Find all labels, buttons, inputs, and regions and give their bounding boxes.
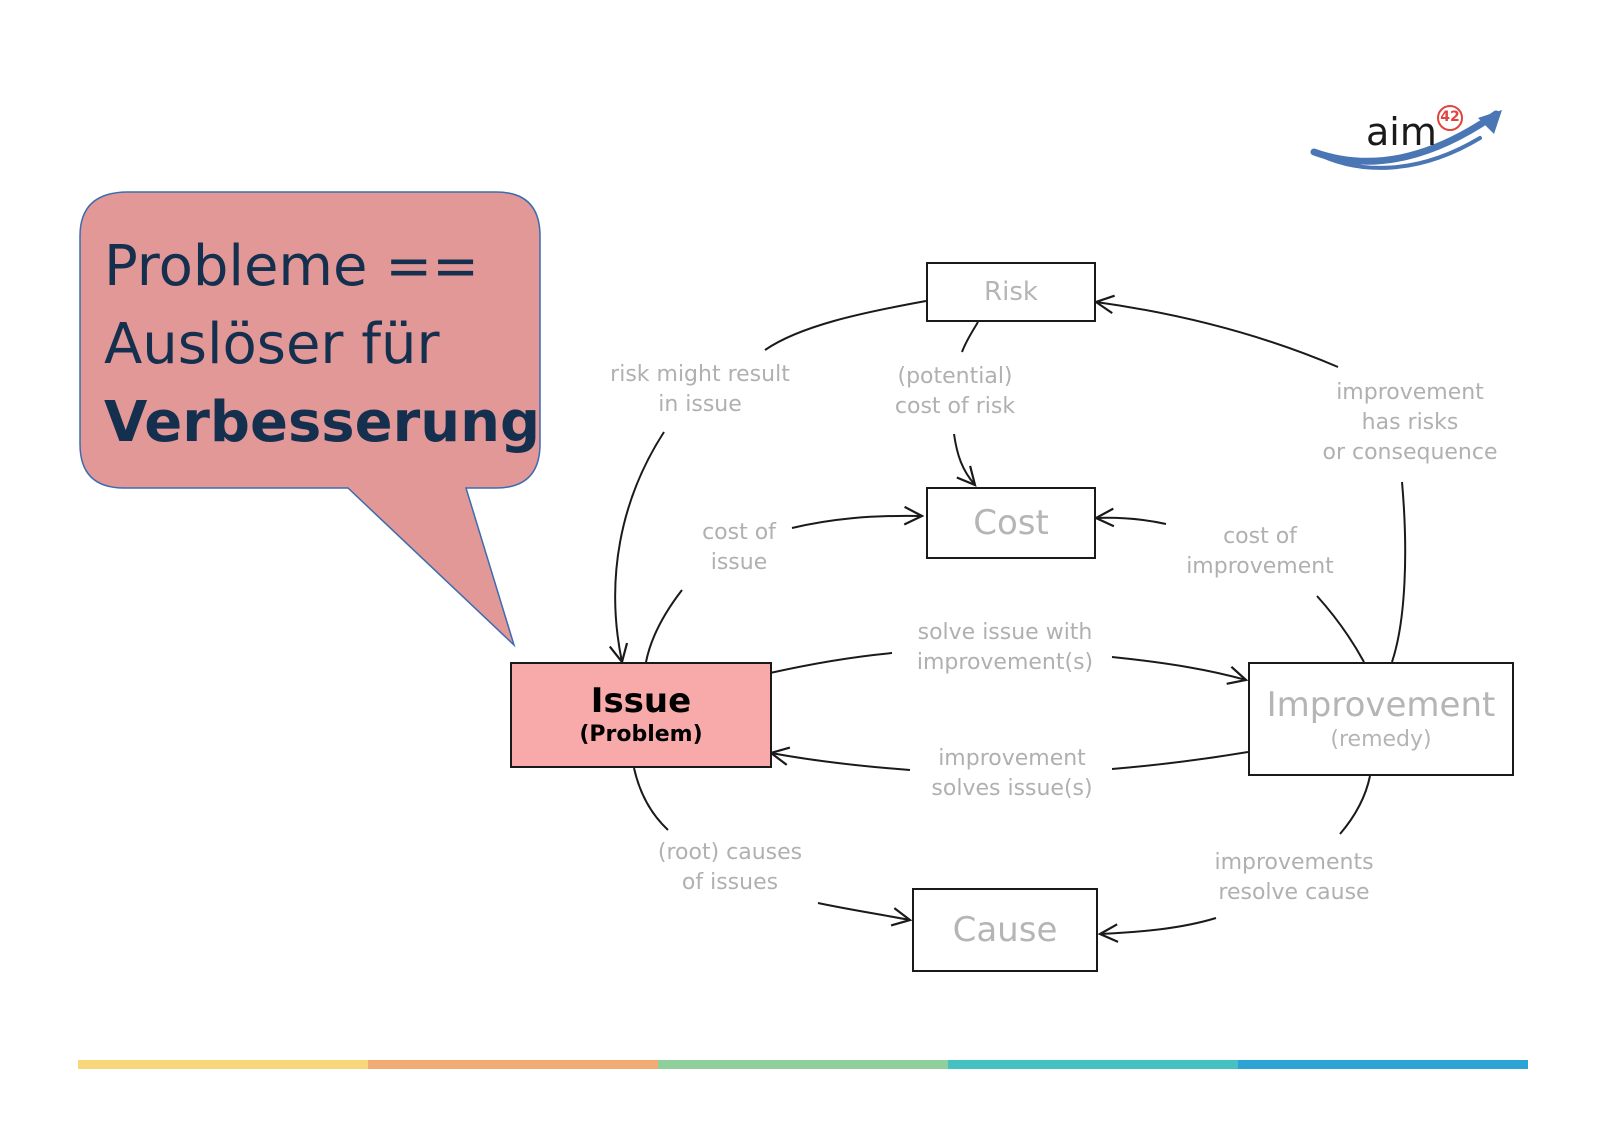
edge-label-issue-improvement: solve issue with improvement(s) xyxy=(900,618,1110,678)
edge-label-line: resolve cause xyxy=(1218,880,1370,905)
edge-improvement-cost-b xyxy=(1316,595,1365,663)
edge-issue-cause-a xyxy=(633,767,669,831)
callout-text: Probleme == Auslöser für Verbesserung xyxy=(104,228,540,462)
edge-issue-cost-a xyxy=(791,516,922,529)
node-risk-label: Risk xyxy=(984,277,1038,307)
edge-label-line: solves issue(s) xyxy=(931,776,1093,801)
edge-issue-cause-b xyxy=(817,902,910,920)
edge-improvement-issue-a xyxy=(1111,751,1249,770)
callout-line-1: Probleme == xyxy=(104,234,480,299)
node-issue-sublabel: (Problem) xyxy=(579,722,703,747)
node-issue-label: Issue xyxy=(590,681,692,721)
node-cost: Cost xyxy=(926,487,1096,559)
edge-issue-cost-b xyxy=(645,589,683,663)
edge-issue-improvement-a xyxy=(769,652,893,674)
edge-improvement-cost-a xyxy=(1096,518,1167,524)
edge-label-line: (root) causes xyxy=(657,840,803,865)
edge-label-improvement-issue: improvement solves issue(s) xyxy=(912,744,1112,804)
edge-risk-cost-a xyxy=(961,321,979,353)
footer-bar-segment-green xyxy=(658,1060,948,1069)
edge-label-line: (potential) xyxy=(897,364,1013,389)
edge-label-line: improvement xyxy=(938,746,1086,771)
edge-label-line: has risks xyxy=(1361,410,1459,435)
edge-risk-cost-b xyxy=(953,433,975,485)
aim42-logo: aim 42 xyxy=(1310,104,1510,184)
footer-bar-segment-yellow xyxy=(78,1060,368,1069)
edge-improvement-cause-a xyxy=(1339,775,1371,835)
edge-label-risk-issue: risk might result in issue xyxy=(590,360,810,420)
footer-bar-segment-orange xyxy=(368,1060,658,1069)
footer-bar-segment-teal xyxy=(948,1060,1238,1069)
edge-label-line: solve issue with xyxy=(917,620,1093,645)
edge-issue-improvement-b xyxy=(1111,656,1246,680)
edge-improvement-cause-b xyxy=(1100,917,1217,934)
edge-risk-issue-b xyxy=(615,431,665,662)
edge-label-improvement-cause: improvements resolve cause xyxy=(1204,848,1384,908)
edge-improvement-risk-a xyxy=(1096,302,1339,368)
footer-color-bar xyxy=(78,1060,1528,1069)
node-improvement-sublabel: (remedy) xyxy=(1330,727,1432,752)
node-risk: Risk xyxy=(926,262,1096,322)
edge-label-issue-cause: (root) causes of issues xyxy=(640,838,820,898)
node-cause-label: Cause xyxy=(952,910,1058,950)
edge-label-line: risk might result xyxy=(610,362,790,387)
edge-label-line: improvement xyxy=(1336,380,1484,405)
footer-bar-segment-blue xyxy=(1238,1060,1528,1069)
callout-line-3: Verbesserung xyxy=(104,390,541,455)
edge-improvement-issue-b xyxy=(771,753,911,771)
node-issue: Issue (Problem) xyxy=(510,662,772,768)
edge-label-issue-cost: cost of issue xyxy=(674,518,804,578)
edge-label-line: improvement(s) xyxy=(916,650,1094,675)
edge-label-line: cost of risk xyxy=(894,394,1016,419)
edge-label-line: issue xyxy=(710,550,768,575)
edge-label-line: or consequence xyxy=(1322,440,1498,465)
edge-label-line: in issue xyxy=(658,392,742,417)
logo-text: aim xyxy=(1366,110,1437,154)
logo-swoosh-icon xyxy=(1310,105,1502,170)
edge-label-line: cost of xyxy=(702,520,776,545)
edge-label-line: improvement xyxy=(1186,554,1334,579)
callout-line-2: Auslöser für xyxy=(104,312,440,377)
edge-label-line: of issues xyxy=(681,870,779,895)
bubble-shape xyxy=(79,191,541,648)
logo-superscript: 42 xyxy=(1440,109,1460,125)
edge-label-line: improvements xyxy=(1214,850,1374,875)
edge-label-risk-cost: (potential) cost of risk xyxy=(870,362,1040,422)
edge-label-improvement-cost: cost of improvement xyxy=(1170,522,1350,582)
edge-label-line: cost of xyxy=(1223,524,1297,549)
node-improvement: Improvement (remedy) xyxy=(1248,662,1514,776)
node-cost-label: Cost xyxy=(973,503,1049,543)
node-improvement-label: Improvement xyxy=(1266,685,1496,725)
edge-improvement-risk-b xyxy=(1391,481,1407,663)
edge-label-improvement-risk: improvement has risks or consequence xyxy=(1300,378,1520,468)
node-cause: Cause xyxy=(912,888,1098,972)
edge-risk-issue-a xyxy=(764,300,927,351)
